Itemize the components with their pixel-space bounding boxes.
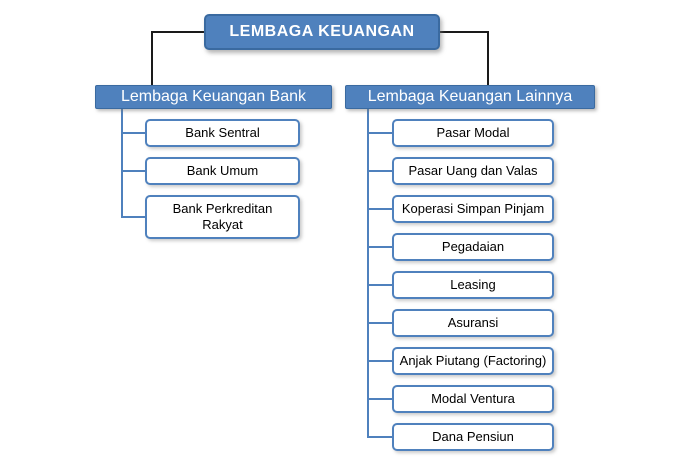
connector-right-stub-3: [367, 208, 392, 210]
connector-left-spine: [121, 109, 123, 217]
node-pasar-modal: Pasar Modal: [392, 119, 554, 147]
connector-right-stub-4: [367, 246, 392, 248]
connector-right-stub-6: [367, 322, 392, 324]
node-pasar-uang-dan-valas: Pasar Uang dan Valas: [392, 157, 554, 185]
node-pegadaian: Pegadaian: [392, 233, 554, 261]
connector-right-stub-5: [367, 284, 392, 286]
connector-right-stub-2: [367, 170, 392, 172]
connector-left-stub-1: [121, 132, 145, 134]
connector-root-right-horizontal: [438, 31, 489, 33]
node-leasing: Leasing: [392, 271, 554, 299]
node-dana-pensiun: Dana Pensiun: [392, 423, 554, 451]
connector-right-stub-7: [367, 360, 392, 362]
connector-root-left-horizontal: [151, 31, 206, 33]
branch-header-bank: Lembaga Keuangan Bank: [95, 85, 332, 109]
node-bank-perkreditan-rakyat: Bank Perkreditan Rakyat: [145, 195, 300, 239]
connector-left-stub-2: [121, 170, 145, 172]
branch-header-lainnya: Lembaga Keuangan Lainnya: [345, 85, 595, 109]
connector-root-left-vertical: [151, 31, 153, 85]
node-asuransi: Asuransi: [392, 309, 554, 337]
node-bank-umum: Bank Umum: [145, 157, 300, 185]
node-anjak-piutang-factoring: Anjak Piutang (Factoring): [392, 347, 554, 375]
connector-right-stub-1: [367, 132, 392, 134]
node-koperasi-simpan-pinjam: Koperasi Simpan Pinjam: [392, 195, 554, 223]
connector-left-stub-3: [121, 216, 145, 218]
connector-right-stub-9: [367, 436, 392, 438]
connector-right-stub-8: [367, 398, 392, 400]
connector-root-right-vertical: [487, 31, 489, 85]
root-node: LEMBAGA KEUANGAN: [204, 14, 440, 50]
node-bank-sentral: Bank Sentral: [145, 119, 300, 147]
connector-right-spine: [367, 109, 369, 437]
node-modal-ventura: Modal Ventura: [392, 385, 554, 413]
